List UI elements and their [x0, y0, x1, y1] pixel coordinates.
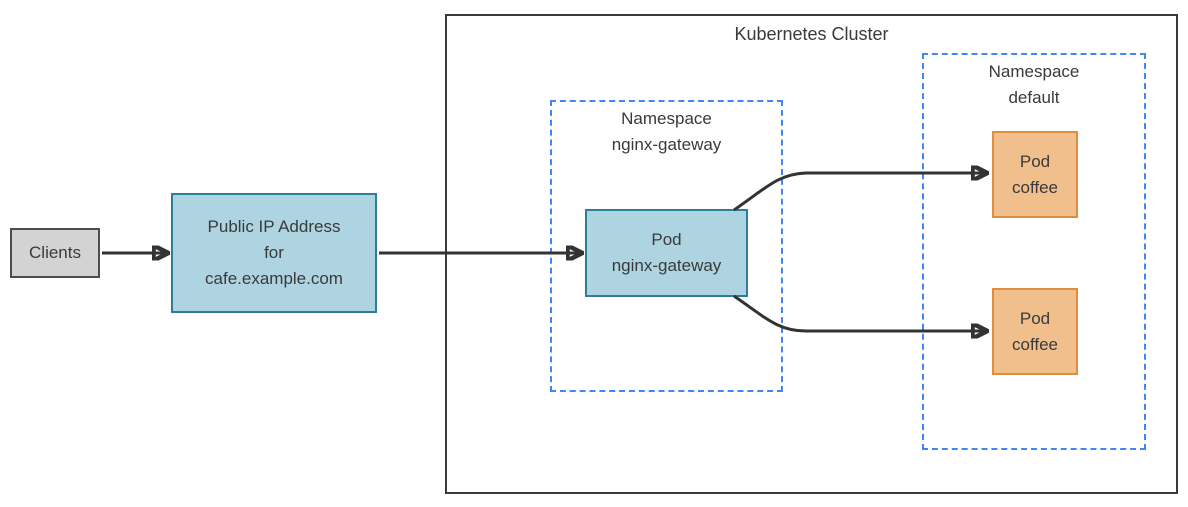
namespace-default-label-line1: Namespace: [988, 62, 1080, 81]
clients-node: Clients: [10, 228, 100, 278]
namespace-nginx-gateway-label-line1: Namespace: [621, 109, 712, 128]
pod-nginx-gateway-node-label-line1: Pod: [651, 230, 682, 249]
namespace-nginx-gateway-label: Namespace nginx-gateway: [552, 106, 781, 158]
public-ip-node: Public IP Address for cafe.example.com: [171, 193, 377, 313]
pod-coffee-bottom-node-label-line1: Pod: [1019, 308, 1051, 328]
clients-node-label: Clients: [29, 243, 81, 262]
public-ip-node-label-line3: cafe.example.com: [205, 269, 343, 288]
namespace-default-label-line2: default: [1008, 88, 1060, 107]
pod-nginx-gateway-node-label-line2: nginx-gateway: [611, 256, 722, 275]
kubernetes-cluster-title: Kubernetes Cluster: [734, 24, 889, 44]
pod-coffee-bottom-node: Pod coffee: [992, 288, 1078, 375]
namespace-default-box: Namespace default: [922, 53, 1146, 450]
pod-coffee-top-node-label-line1: Pod: [1019, 151, 1051, 171]
namespace-nginx-gateway-box: Namespace nginx-gateway: [550, 100, 783, 392]
namespace-default-label: Namespace default: [924, 59, 1144, 111]
pod-coffee-bottom-node-label-line2: coffee: [1011, 334, 1058, 354]
pod-coffee-top-node-label-line2: coffee: [1011, 177, 1058, 197]
public-ip-node-label-line2: for: [264, 243, 284, 262]
public-ip-node-label-line1: Public IP Address: [207, 217, 341, 236]
pod-nginx-gateway-node: Pod nginx-gateway: [585, 209, 748, 297]
pod-coffee-top-node: Pod coffee: [992, 131, 1078, 218]
namespace-nginx-gateway-label-line2: nginx-gateway: [611, 135, 722, 154]
